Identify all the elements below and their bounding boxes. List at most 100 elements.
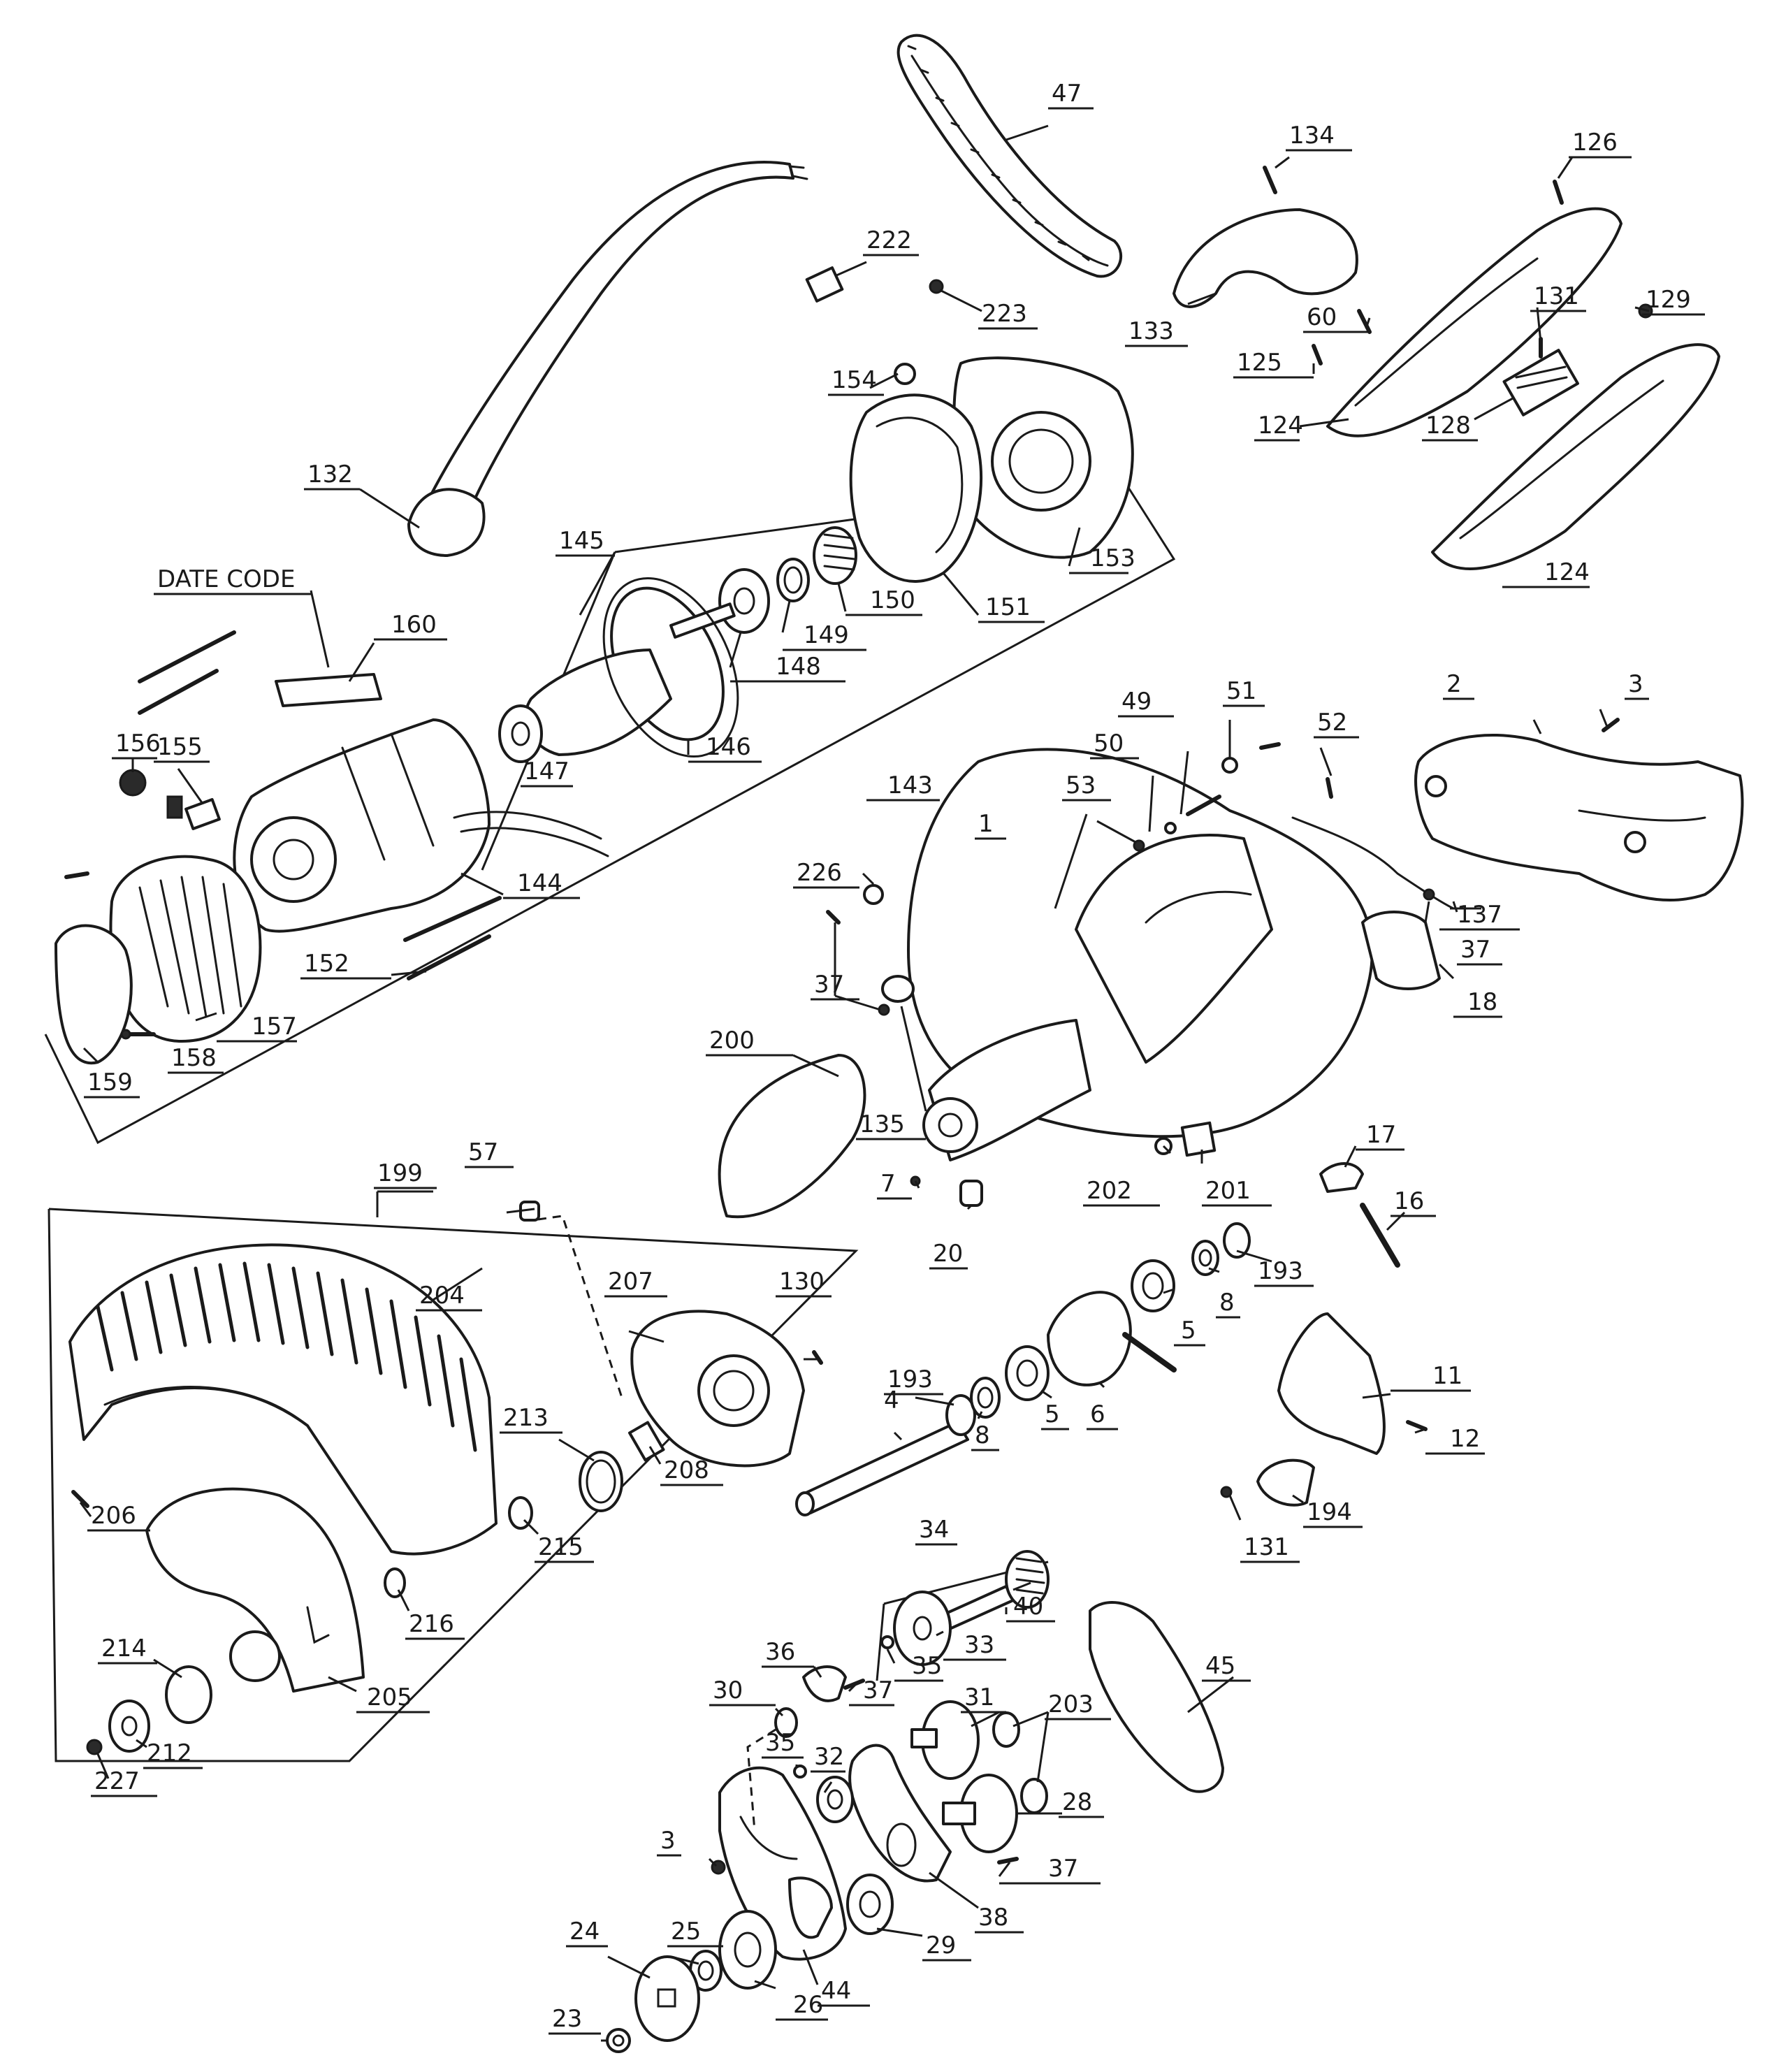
callout-16: 16 (1394, 1187, 1424, 1215)
guard-inner-205 (145, 1487, 365, 1693)
bearing-30 (774, 1707, 798, 1738)
callout-213: 213 (503, 1404, 549, 1432)
spring-137 (1291, 816, 1455, 910)
callout-145: 145 (559, 527, 604, 555)
lever-6 (1047, 1291, 1177, 1386)
callout-134: 134 (1289, 122, 1335, 150)
screw-37-right (1423, 888, 1435, 901)
callout-212: 212 (147, 1739, 192, 1767)
brush-cap-156 (119, 769, 147, 797)
bushing-5-upper (1131, 1259, 1175, 1312)
callout-5-lower: 5 (1045, 1400, 1060, 1428)
callout-208: 208 (664, 1456, 709, 1484)
bushing-5-lower (1005, 1345, 1050, 1401)
pin-16 (1360, 1203, 1400, 1268)
callout-49: 49 (1121, 688, 1152, 716)
field-housing-144 (233, 718, 609, 933)
callout-155: 155 (157, 733, 203, 761)
callout-30: 30 (713, 1676, 743, 1704)
brush-holder-222 (805, 266, 844, 303)
callout-36: 36 (765, 1638, 795, 1666)
callout-124-upper: 124 (1258, 412, 1303, 440)
washer-216 (384, 1567, 406, 1598)
callout-23: 23 (552, 2005, 582, 2033)
callout-26: 26 (793, 1991, 823, 2019)
callout-130: 130 (779, 1268, 825, 1296)
callout-1: 1 (978, 810, 994, 838)
callout-222: 222 (866, 226, 912, 254)
guard-fins (96, 1261, 477, 1452)
handle-half-124-upper (1326, 207, 1622, 437)
callout-214: 214 (101, 1635, 147, 1662)
callout-2: 2 (1446, 670, 1462, 698)
screw-30-path (746, 1728, 776, 1832)
callout-194: 194 (1307, 1498, 1352, 1526)
callout-193-lower: 193 (887, 1365, 933, 1393)
callout-131-lower: 131 (1244, 1533, 1289, 1561)
screw-134 (1263, 166, 1277, 194)
bushing-214 (165, 1665, 212, 1724)
screw-126 (1553, 180, 1564, 205)
callout-24: 24 (569, 1918, 600, 1946)
lock-pin-parts-49-53 (1133, 742, 1333, 852)
callout-5-upper: 5 (1181, 1317, 1196, 1345)
callout-202: 202 (1087, 1177, 1132, 1205)
shim-35-upper (880, 1635, 894, 1649)
callout-3-lower: 3 (660, 1827, 676, 1855)
date-code-label-160 (275, 673, 382, 707)
screw-158 (120, 1029, 156, 1040)
callout-35-lower: 35 (765, 1729, 795, 1757)
screw-131-lower (1220, 1486, 1233, 1498)
callout-126: 126 (1572, 129, 1618, 157)
gear-31 (910, 1700, 980, 1780)
washer-8-upper (1191, 1240, 1219, 1276)
callout-11: 11 (1432, 1362, 1462, 1390)
baffle-151 (849, 393, 983, 583)
callout-227: 227 (94, 1767, 140, 1795)
callout-28: 28 (1062, 1788, 1092, 1816)
bearing-32 (816, 1776, 854, 1823)
callout-215: 215 (538, 1533, 583, 1561)
callout-199: 199 (377, 1159, 423, 1187)
screw-12 (1406, 1420, 1428, 1431)
callout-129: 129 (1646, 286, 1691, 314)
chip-deflector-200 (718, 1054, 866, 1219)
callout-12: 12 (1450, 1425, 1480, 1453)
end-cap-159 (55, 924, 133, 1065)
callout-37-lower: 37 (1048, 1855, 1078, 1883)
screw-small-left (64, 871, 89, 879)
washer-212 (108, 1700, 150, 1753)
callout-124-lower: 124 (1544, 558, 1590, 586)
screw-37-spindle (843, 1679, 865, 1690)
callout-52: 52 (1317, 709, 1347, 737)
screw-206 (71, 1490, 89, 1508)
callout-150: 150 (870, 586, 915, 614)
latch-17 (1319, 1162, 1364, 1193)
bracket-11 (1277, 1312, 1386, 1455)
callout-193-upper: 193 (1258, 1257, 1303, 1285)
clamp-226 (863, 884, 884, 905)
callout-149: 149 (804, 621, 849, 649)
callout-25: 25 (671, 1918, 701, 1946)
callout-6: 6 (1090, 1400, 1105, 1428)
callout-143: 143 (887, 771, 933, 799)
gear-28 (942, 1774, 1018, 1853)
bearing-148 (718, 568, 770, 634)
callout-32: 32 (814, 1743, 844, 1771)
screw-130 (812, 1350, 823, 1365)
callout-133: 133 (1128, 317, 1174, 345)
callout-29: 29 (926, 1932, 956, 1959)
leader-lines (79, 124, 1650, 2042)
callout-3-top: 3 (1628, 670, 1643, 698)
callout-144: 144 (517, 869, 562, 897)
washer-149 (776, 558, 810, 602)
callout-53: 53 (1066, 771, 1096, 799)
plate-201 (1180, 1121, 1217, 1157)
callout-154: 154 (832, 366, 877, 394)
brush-155 (166, 795, 221, 830)
fan-146 (602, 577, 739, 758)
callout-date-code: DATE CODE (157, 565, 295, 593)
callout-51: 51 (1226, 677, 1256, 705)
blade-washer-24 (634, 1955, 700, 2042)
